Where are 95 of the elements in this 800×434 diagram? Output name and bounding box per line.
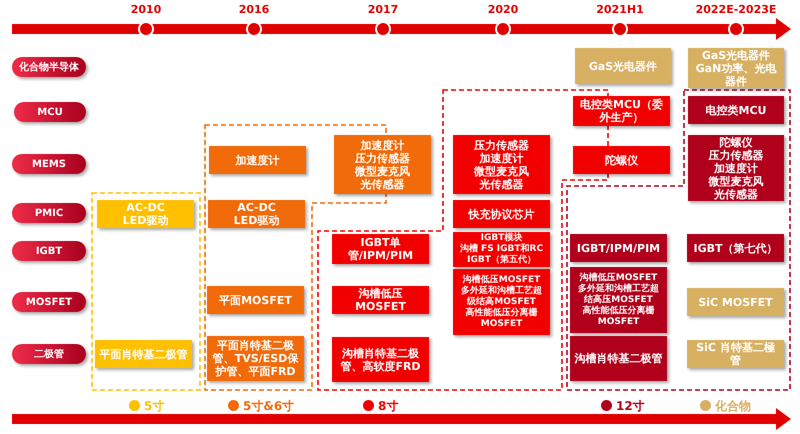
product-label: 沟槽低压MOSFET (580, 272, 658, 283)
year-label: 2022E-2023E (696, 3, 776, 16)
product-label: IGBT单管/IPM/PIM (346, 236, 414, 262)
product-label: AC-DC (126, 201, 165, 214)
product-box (575, 48, 671, 84)
product-label: 快充协议芯片 (468, 208, 534, 220)
product-label: LED驱动 (122, 214, 168, 227)
category-label: 化合物半导体 (19, 60, 79, 74)
category-pill (12, 154, 86, 174)
category-pill (12, 292, 86, 312)
category-label: MOSFET (26, 296, 72, 308)
product-box (453, 269, 550, 335)
product-label: 多外延和沟槽工艺超级结高MOSFET (460, 286, 543, 307)
product-label: 高性能低压分离栅MOSFET (582, 306, 656, 328)
category-pill (12, 203, 86, 223)
product-box (208, 200, 305, 228)
product-box (687, 288, 784, 316)
product-label: 平面MOSFET (219, 294, 292, 306)
legend-label: 12寸 (616, 398, 645, 415)
product-label: IGBT（第五代） (467, 255, 536, 266)
product-box (332, 337, 429, 382)
category-pill (12, 241, 86, 261)
legend-label: 8寸 (378, 398, 398, 415)
product-box (687, 340, 784, 368)
product-label: 陀螺仪 (605, 154, 638, 166)
product-label: 多外延和沟槽工艺超结高压MOSFET (577, 284, 660, 305)
product-label: IGBT模块 (480, 233, 522, 243)
product-label: 平面肖特基二极管、TVS/ESD保护管、平面FRD (212, 339, 300, 378)
product-box (453, 232, 550, 267)
product-label: 光传感器 (480, 178, 524, 190)
product-label: 平面肖特基二极管 (100, 348, 188, 360)
year-label: 2017 (368, 3, 398, 16)
product-box (570, 234, 667, 262)
category-label: 二极管 (34, 348, 64, 361)
product-label: 微型麦克风 (474, 164, 529, 178)
product-box (688, 135, 784, 201)
legend-label: 5寸 (144, 398, 164, 415)
product-label: 电控类MCU（委外生产） (579, 98, 664, 124)
category-label: IGBT (36, 246, 62, 256)
product-label: SiC MOSFET (698, 296, 773, 308)
product-label: 光传感器 (714, 188, 758, 200)
product-box (687, 234, 784, 262)
product-label: 高性能低压分离栅MOSFET (464, 308, 538, 330)
product-label: 压力传感器 (708, 148, 764, 162)
product-box (207, 286, 304, 314)
category-label: PMIC (34, 208, 64, 218)
product-label: 微型麦克风 (355, 164, 410, 178)
category-label: MEMS (32, 158, 66, 170)
year-label: 2016 (238, 3, 270, 16)
product-box (573, 96, 670, 126)
product-label: 加速度计 (480, 152, 524, 164)
product-label: AC-DC (237, 201, 276, 214)
product-box (332, 286, 429, 314)
product-label: 沟槽肖特基二极管、高软度FRD (339, 346, 422, 372)
product-label: GaN功率、光电器件 (694, 62, 778, 88)
product-box (453, 200, 550, 228)
product-label: 沟槽肖特基二极管 (574, 352, 662, 365)
product-box (334, 135, 431, 194)
year-label: 2020 (488, 3, 518, 16)
product-box (570, 267, 667, 333)
legend-label: 5寸&6寸 (243, 398, 294, 415)
product-label: GaS光电器件 (702, 48, 770, 62)
product-label: 加速度计 (360, 138, 404, 152)
product-label: IGBT/IPM/PIM (576, 242, 660, 254)
product-label: 沟槽低压MOSFET (462, 274, 540, 285)
product-label: 加速度计 (714, 162, 758, 174)
product-label: 沟槽低压MOSFET (354, 287, 407, 313)
product-label: GaS光电器件 (588, 60, 658, 72)
product-label: 压力传感器 (474, 138, 529, 152)
product-box (209, 146, 306, 174)
legend-label: 化合物 (715, 398, 751, 415)
product-label: 加速度计 (236, 154, 280, 166)
product-box (332, 234, 429, 264)
product-box (688, 96, 784, 124)
product-label: 压力传感器 (355, 152, 410, 164)
product-box (97, 200, 194, 228)
product-label: 陀螺仪 (720, 136, 752, 148)
product-label: 沟槽 FS IGBT和RC (460, 244, 544, 254)
year-label: 2021H1 (596, 3, 644, 16)
product-box (95, 340, 192, 368)
product-label: SiC 肖特基二極管 (695, 341, 776, 367)
product-label: 电控类MCU (706, 104, 766, 116)
category-pill (12, 57, 86, 77)
category-label: MCU (37, 106, 63, 118)
category-pill (14, 102, 86, 122)
product-label: LED驱动 (234, 214, 280, 227)
product-label: 微型麦克风 (708, 174, 764, 188)
year-label: 2010 (130, 3, 162, 16)
category-pill (12, 344, 86, 364)
product-box (570, 336, 667, 381)
product-box (453, 135, 550, 194)
product-label: IGBT（第七代） (693, 242, 778, 254)
product-label: 光传感器 (360, 178, 404, 190)
product-box (573, 146, 670, 174)
product-box (688, 48, 784, 88)
